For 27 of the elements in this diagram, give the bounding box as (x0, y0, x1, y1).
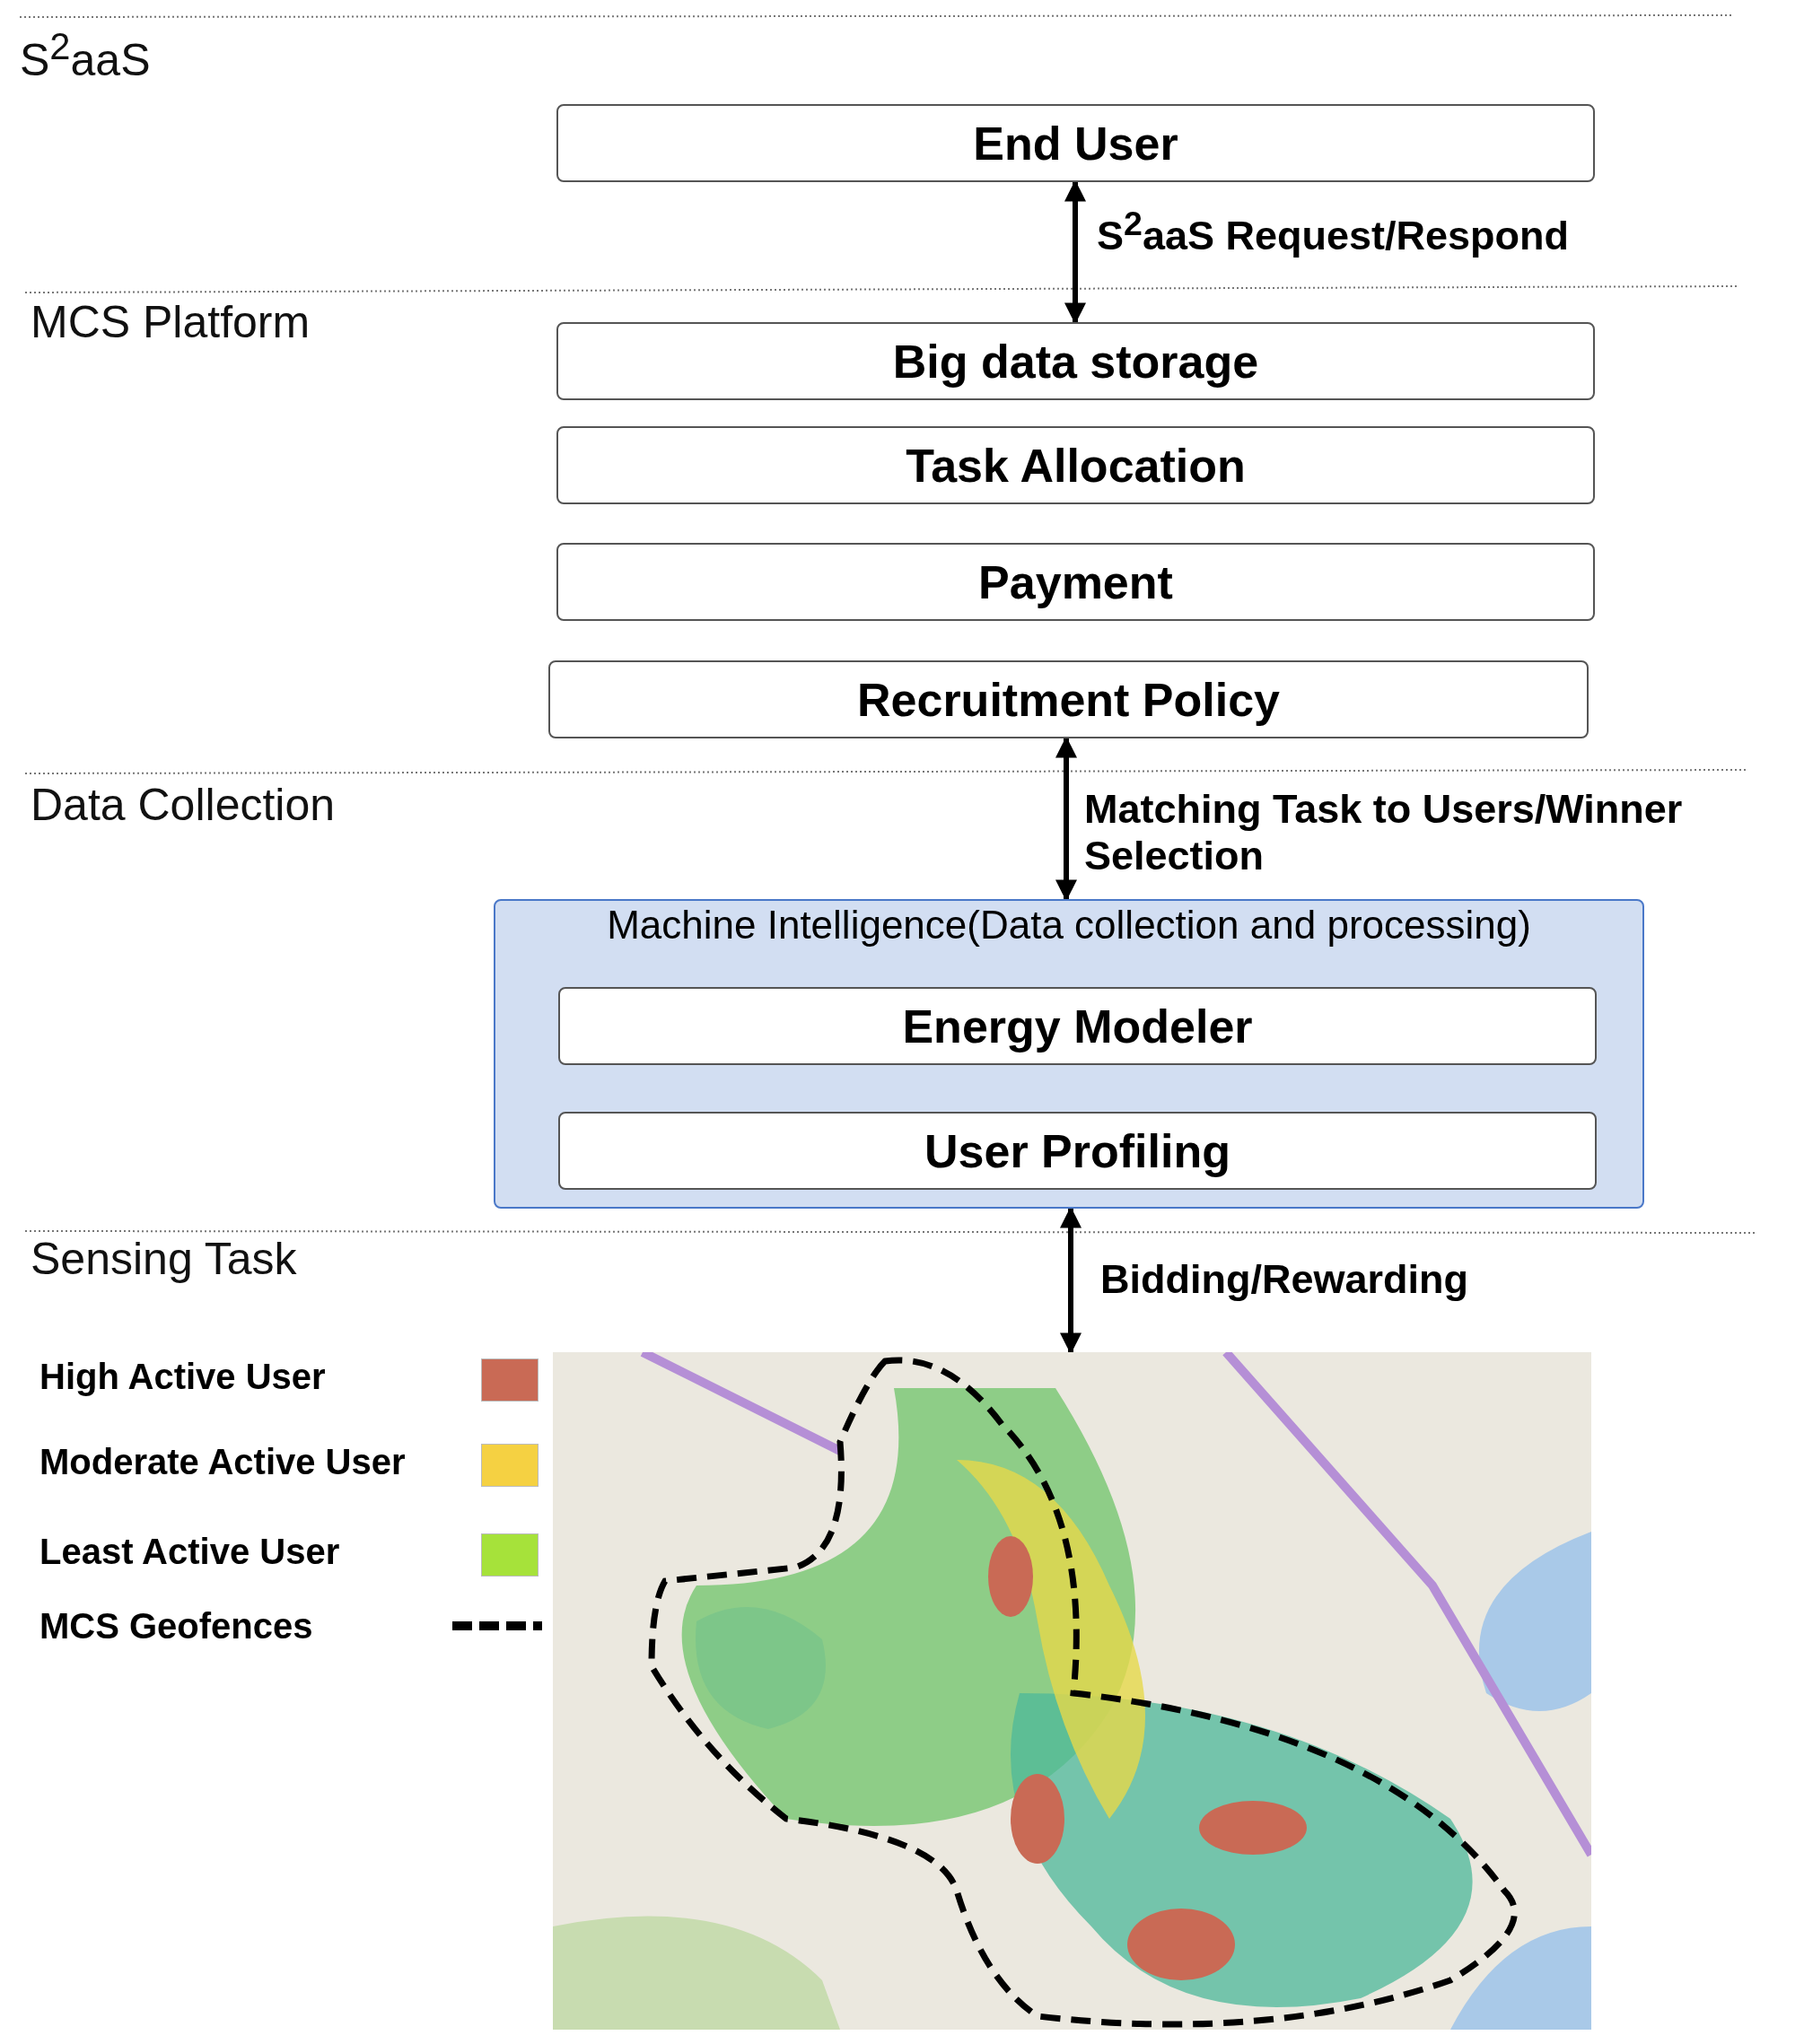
container-panel (494, 899, 1644, 1209)
legend-label: Least Active User (39, 1532, 340, 1572)
box-label: Recruitment Policy (857, 672, 1280, 727)
process-box (558, 1112, 1597, 1190)
box-label: User Profiling (924, 1123, 1230, 1178)
legend-label: Moderate Active User (39, 1442, 406, 1482)
box-label: Task Allocation (906, 438, 1246, 493)
process-box (558, 987, 1597, 1065)
process-box (556, 543, 1595, 621)
double-arrow (1060, 1206, 1082, 1355)
process-box (556, 426, 1595, 504)
legend-label: High Active User (39, 1357, 326, 1397)
process-box (556, 104, 1595, 182)
box-label: Payment (978, 555, 1173, 609)
section-label: Data Collection (31, 779, 336, 831)
section-label: MCS Platform (31, 296, 311, 348)
double-arrow (1064, 179, 1086, 325)
section-label: Sensing Task (31, 1233, 297, 1285)
process-box (548, 660, 1589, 738)
legend-label: MCS Geofences (39, 1606, 313, 1647)
section-label: S$^{2}$aaS (20, 25, 151, 86)
panel-title: Machine Intelligence(Data collection and processing) (606, 903, 1532, 948)
process-box (556, 322, 1595, 400)
box-label: End User (973, 116, 1178, 170)
box-label: Big data storage (892, 334, 1259, 389)
box-label: Energy Modeler (902, 999, 1253, 1053)
double-arrow (1055, 736, 1077, 902)
